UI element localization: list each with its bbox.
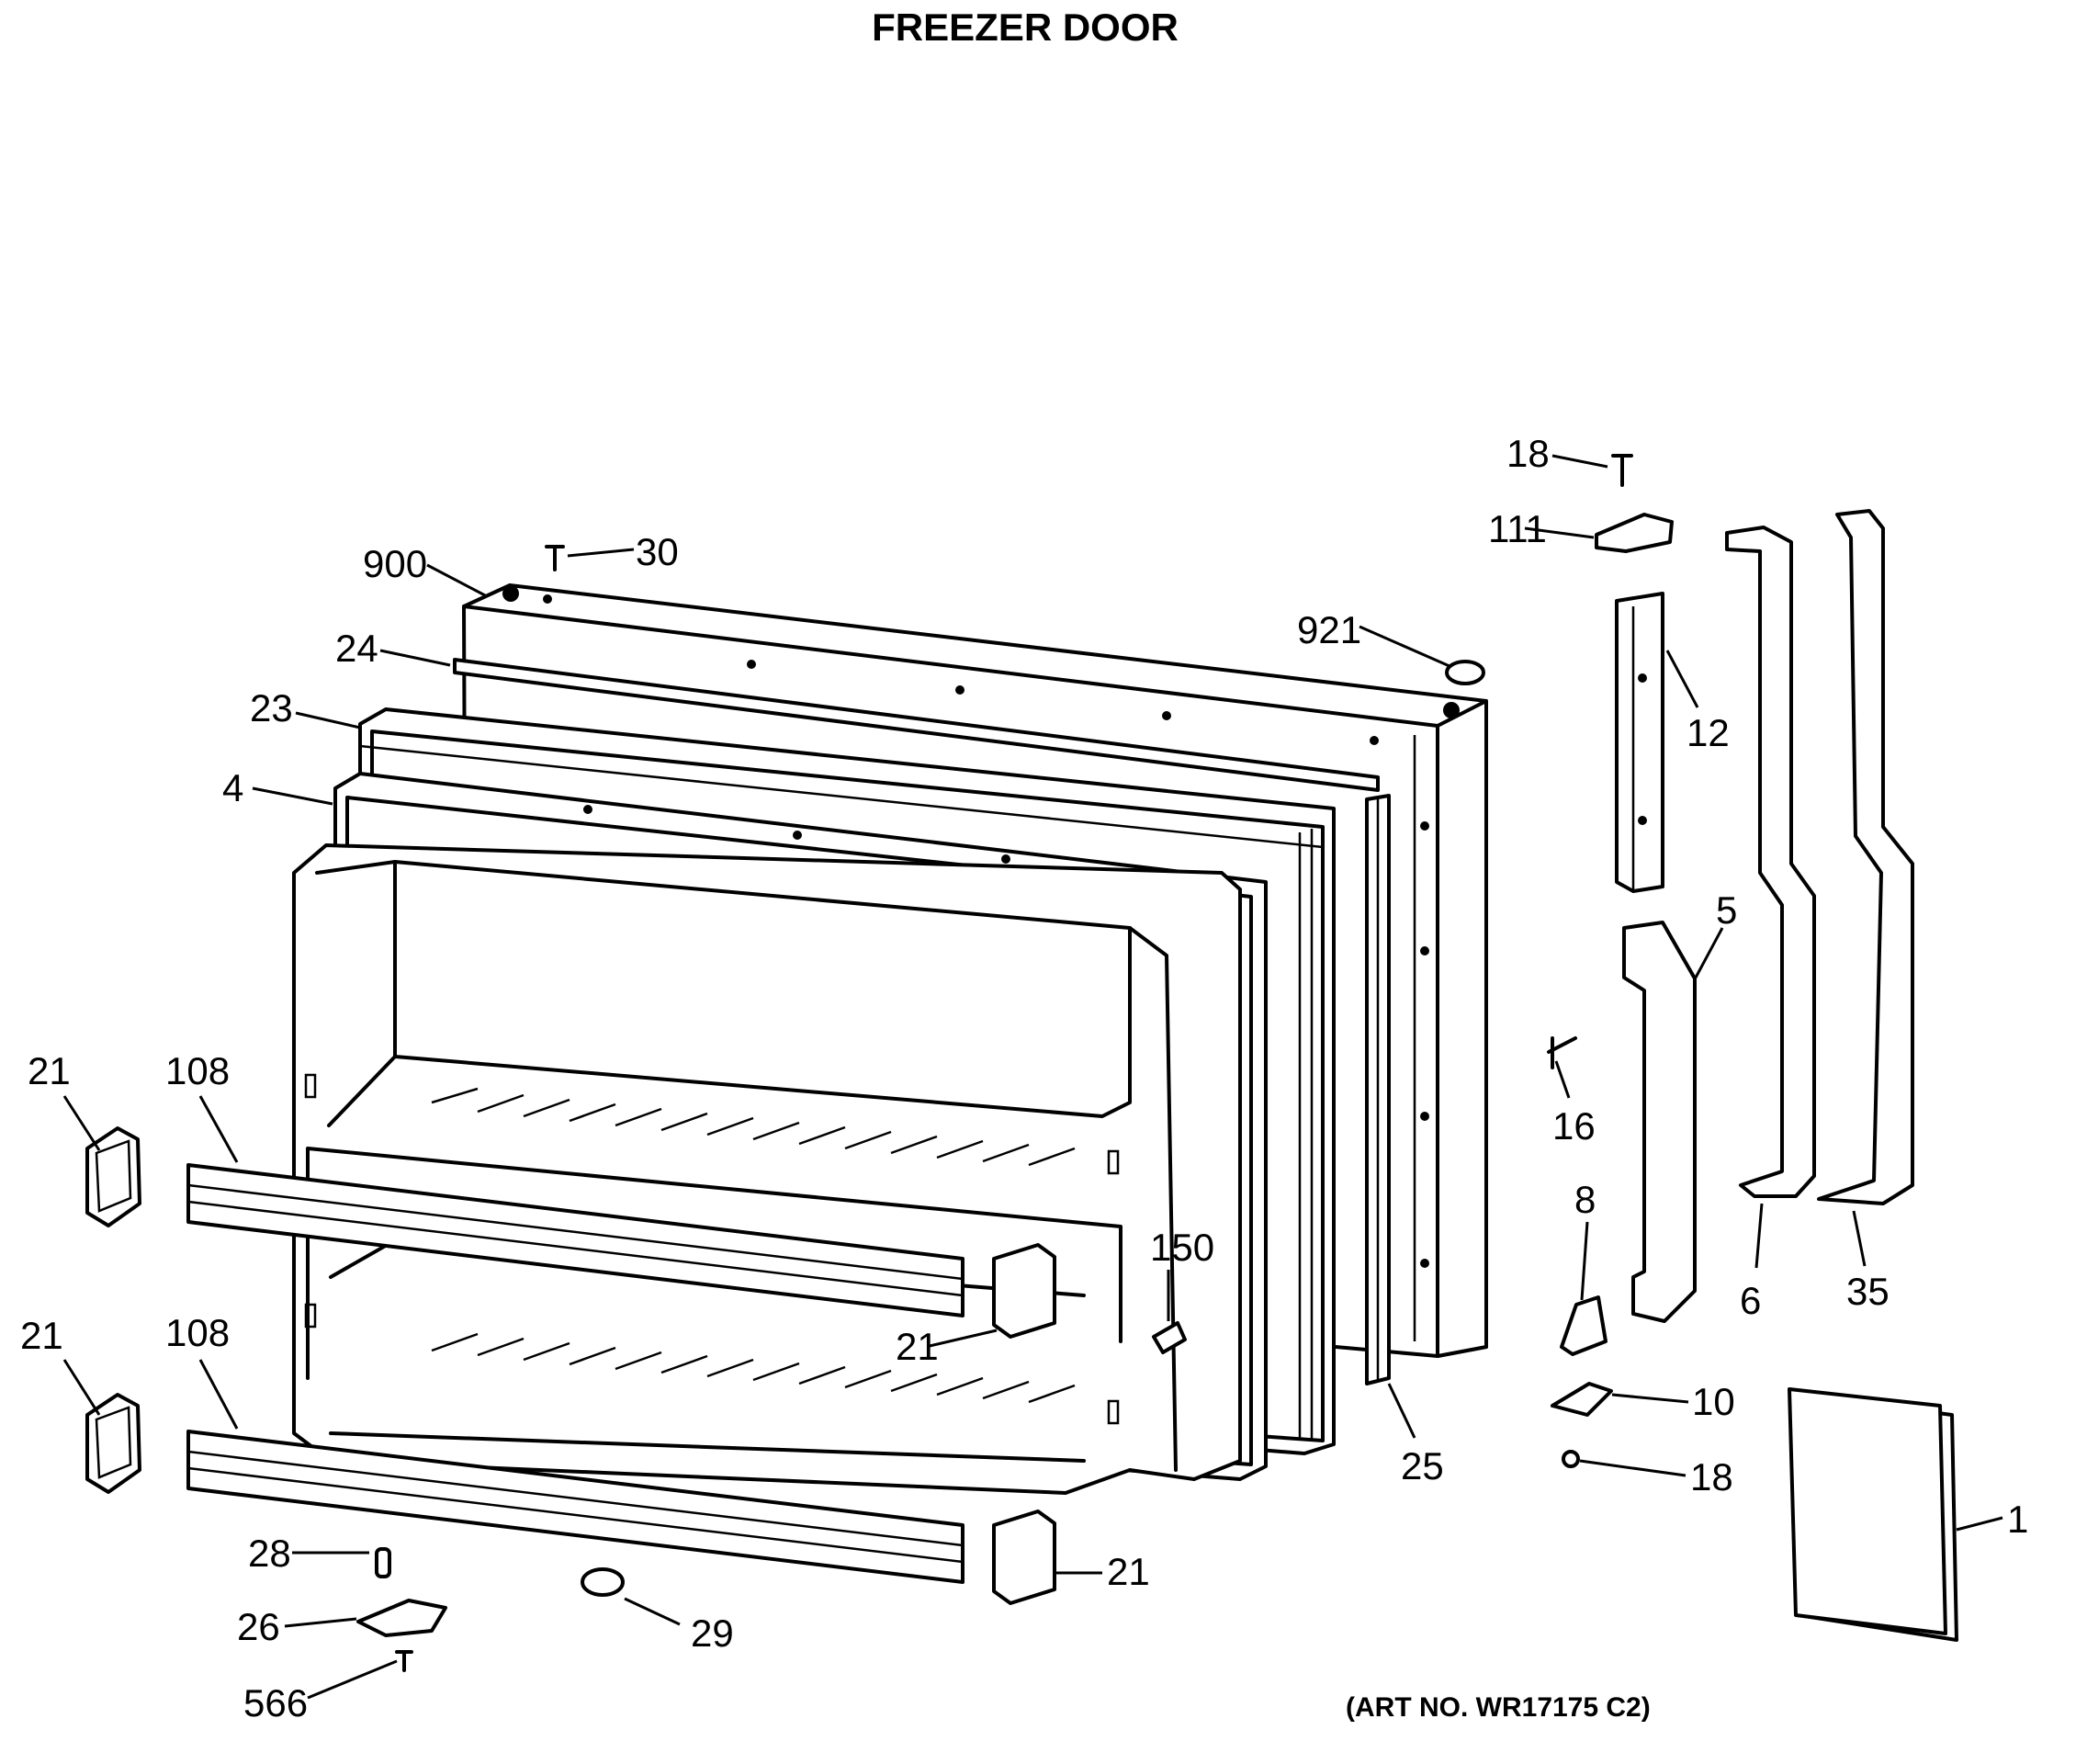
callout-1: 1 <box>2007 1498 2028 1541</box>
callout-labels: 18 111 900 30 921 24 23 12 4 5 21 108 16… <box>20 432 2028 1724</box>
callout-21-right-lower: 21 <box>1107 1550 1150 1593</box>
side-gasket-strip <box>1365 794 1391 1385</box>
screw-30 <box>545 545 565 571</box>
door-shelf-upper <box>186 1163 965 1317</box>
callout-26: 26 <box>237 1605 280 1648</box>
callout-108-upper: 108 <box>165 1049 230 1092</box>
screw-150 <box>1152 1321 1187 1354</box>
door-shelf-lower <box>186 1430 965 1584</box>
callout-18-bottom: 18 <box>1690 1455 1733 1498</box>
callout-21-right-upper: 21 <box>896 1325 939 1368</box>
art-number: (ART NO. WR17175 C2) <box>1346 1692 1651 1723</box>
hinge-bar-12 <box>1615 592 1664 893</box>
hinge-arm-35 <box>1817 509 1914 1205</box>
callout-10: 10 <box>1692 1380 1735 1423</box>
diagram-title: FREEZER DOOR <box>872 6 1179 49</box>
callout-21-left-upper: 21 <box>28 1049 71 1092</box>
callout-150: 150 <box>1150 1226 1214 1269</box>
callout-900: 900 <box>363 542 427 585</box>
callout-5: 5 <box>1716 888 1737 932</box>
plug-29 <box>581 1567 625 1597</box>
callout-566: 566 <box>243 1681 308 1724</box>
hinge-arm-6 <box>1725 526 1816 1198</box>
callout-25: 25 <box>1401 1444 1444 1487</box>
callout-29: 29 <box>691 1611 734 1655</box>
callout-6: 6 <box>1740 1279 1761 1322</box>
bracket-26 <box>356 1599 447 1637</box>
shelf-end-cap-right-lower <box>992 1510 1056 1605</box>
callout-12: 12 <box>1687 711 1730 754</box>
callout-30: 30 <box>636 530 679 573</box>
hinge-bracket-5 <box>1622 921 1697 1323</box>
callout-35: 35 <box>1846 1270 1890 1313</box>
callout-21-left-lower: 21 <box>20 1314 63 1357</box>
screw-16 <box>1547 1036 1577 1069</box>
callout-4: 4 <box>222 766 243 809</box>
top-gasket-strip <box>453 658 1380 792</box>
door-liner <box>292 843 1242 1495</box>
shelf-end-cap-right-upper <box>992 1243 1056 1339</box>
leader-lines <box>62 454 2003 1700</box>
hinge-plate-10 <box>1551 1382 1613 1417</box>
callout-23: 23 <box>250 686 293 729</box>
plug-921 <box>1445 660 1485 685</box>
callout-8: 8 <box>1574 1178 1596 1221</box>
callout-24: 24 <box>335 627 378 670</box>
callout-18-top: 18 <box>1506 432 1550 475</box>
shelf-end-cap-left-upper <box>85 1126 141 1227</box>
screw-18-top <box>1611 454 1633 487</box>
callout-111: 111 <box>1488 507 1547 550</box>
pin-28 <box>375 1547 391 1578</box>
hinge-cover-111 <box>1595 513 1674 553</box>
callout-16: 16 <box>1552 1104 1596 1148</box>
screw-566 <box>395 1650 413 1672</box>
callout-108-lower: 108 <box>165 1311 230 1354</box>
callout-921: 921 <box>1297 608 1361 651</box>
callout-28: 28 <box>248 1532 291 1575</box>
cam-8 <box>1560 1295 1608 1356</box>
installation-manual-1 <box>1788 1387 1958 1642</box>
shelf-end-cap-left-lower <box>85 1393 141 1494</box>
screw-18-bottom <box>1562 1450 1580 1468</box>
